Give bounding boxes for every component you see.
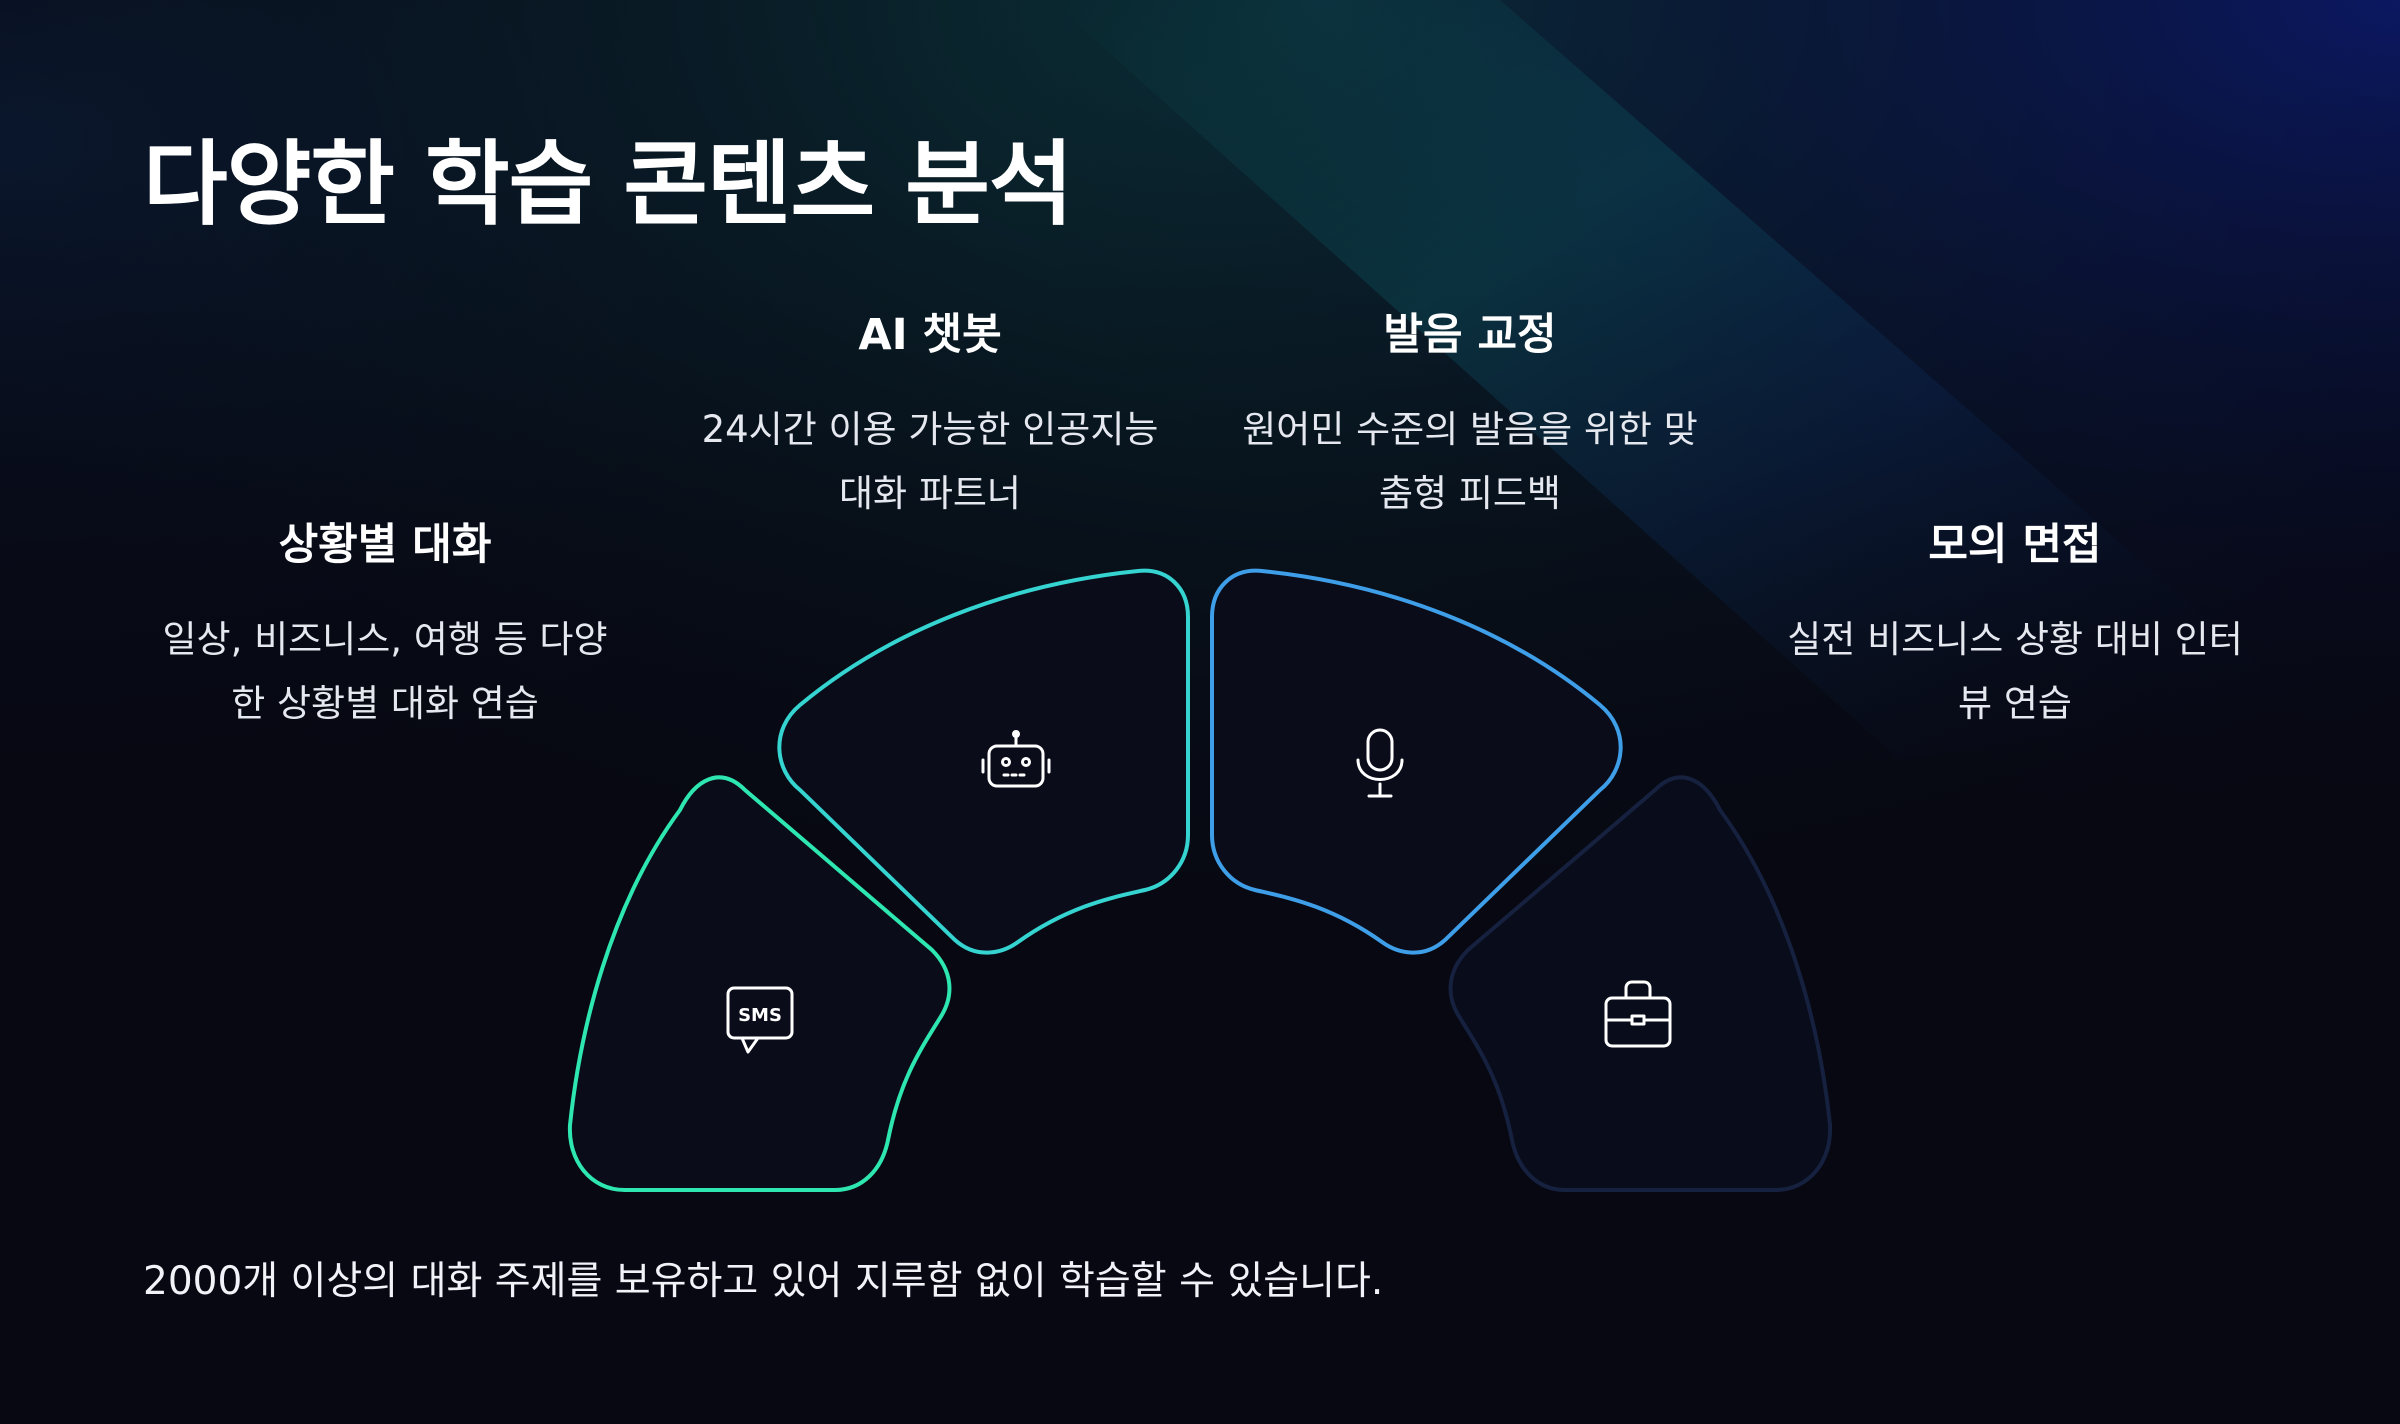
feature-desc-line: 뷰 연습 — [1958, 682, 2072, 725]
segment-pronunciation — [1210, 568, 1623, 955]
microphone-icon — [1356, 728, 1404, 798]
robot-icon — [981, 730, 1051, 788]
feature-desc-line: 실전 비즈니스 상황 대비 인터 — [1787, 618, 2243, 661]
feature-title: 상황별 대화 — [278, 520, 492, 570]
footer-note: 2000개 이상의 대화 주제를 보유하고 있어 지루함 없이 학습할 수 있습… — [143, 1259, 1384, 1304]
feature-desc-line: 일상, 비즈니스, 여행 등 다양 — [162, 618, 608, 661]
feature-ai-chatbot: AI 챗봇 24시간 이용 가능한 인공지능 대화 파트너 — [660, 300, 1200, 526]
feature-pronunciation: 발음 교정 원어민 수준의 발음을 위한 맞 춤형 피드백 — [1200, 300, 1740, 526]
sms-icon: SMS — [726, 986, 794, 1054]
segment-situational: SMS — [567, 775, 952, 1192]
feature-desc-line: 24시간 이용 가능한 인공지능 — [701, 408, 1159, 451]
feature-desc-line: 춤형 피드백 — [1379, 472, 1561, 515]
feature-desc-line: 한 상황별 대화 연습 — [231, 682, 539, 725]
page-title: 다양한 학습 콘텐츠 분석 — [143, 131, 1073, 238]
feature-title: AI 챗봇 — [858, 310, 1002, 360]
feature-desc-line: 원어민 수준의 발음을 위한 맞 — [1242, 408, 1698, 451]
briefcase-icon — [1604, 980, 1672, 1048]
segment-ai-chatbot — [777, 568, 1190, 955]
feature-mock-interview: 모의 면접 실전 비즈니스 상황 대비 인터 뷰 연습 — [1745, 510, 2285, 736]
segment-mock-interview — [1448, 775, 1833, 1192]
feature-situational-dialogue: 상황별 대화 일상, 비즈니스, 여행 등 다양 한 상황별 대화 연습 — [115, 510, 655, 736]
feature-desc-line: 대화 파트너 — [839, 472, 1021, 515]
sms-icon-label: SMS — [738, 1005, 782, 1026]
feature-title: 모의 면접 — [1928, 520, 2102, 570]
feature-title: 발음 교정 — [1383, 310, 1557, 360]
